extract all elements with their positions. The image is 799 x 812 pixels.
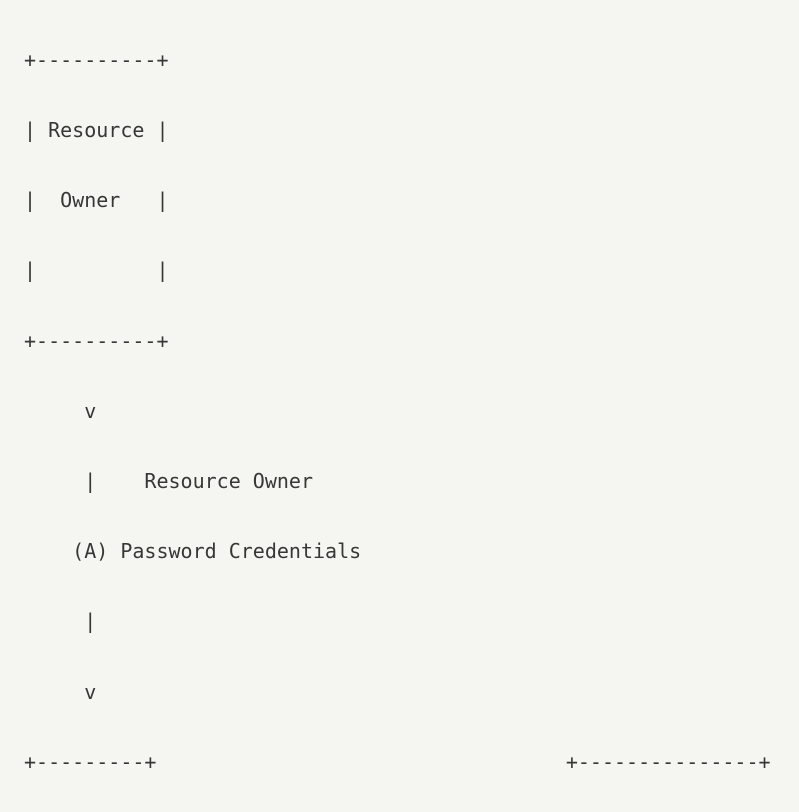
oauth-password-credentials-flow-diagram: +----------+ | Resource | | Owner | | | … (24, 48, 771, 774)
diagram-line-arrow-down-2: v (24, 679, 97, 704)
diagram-line-step-a-text-1: | Resource Owner (24, 469, 313, 494)
diagram-line-boxes-top: +---------+ +---------------+ (24, 749, 771, 774)
diagram-line-resource-owner-box-bottom: +----------+ (24, 328, 169, 353)
diagram-line-arrow-stem: | (24, 609, 97, 634)
diagram-line-resource-owner-box-top: +----------+ (24, 47, 169, 72)
diagram-line-resource-owner-label-1: | Resource | (24, 118, 169, 143)
diagram-line-resource-owner-box-empty: | | (24, 258, 169, 283)
ascii-art: +----------+ | Resource | | Owner | | | … (24, 2, 799, 812)
diagram-line-resource-owner-label-2: | Owner | (24, 188, 169, 213)
diagram-line-arrow-down-1: v (24, 398, 97, 423)
diagram-line-step-a-text-2: (A) Password Credentials (24, 539, 362, 564)
